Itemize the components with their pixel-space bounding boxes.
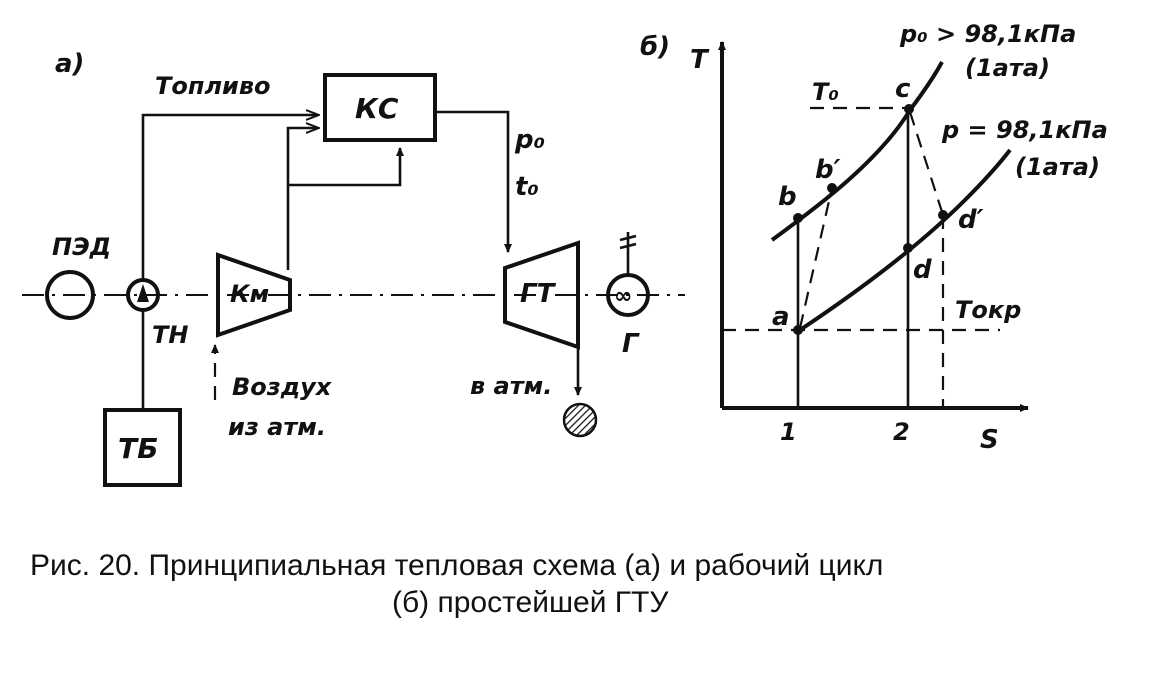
- process-c-dprime: [908, 111, 945, 216]
- atmosphere-hatched-icon: [562, 402, 598, 438]
- hot-gas-line: [435, 110, 512, 253]
- point-b-marker: [793, 213, 803, 223]
- point-d-marker: [903, 243, 913, 253]
- point-bprime-label: b′: [815, 155, 841, 185]
- upper-isobar-label-1: p₀ > 98,1кПа: [899, 20, 1076, 48]
- generator-output-tick-icon: [619, 234, 637, 250]
- caption-line-1: Рис. 20. Принципиальная тепловая схема (…: [30, 549, 883, 582]
- starter-motor-label: ПЭД: [52, 233, 111, 261]
- ts-diagram: б) T S 1 2 a b b′ c d d′ T₀ Tокр p₀: [640, 20, 1108, 455]
- process-a-bprime: [798, 187, 834, 329]
- compressor-label: Км: [230, 280, 269, 308]
- caption-line-2: (б) простейшей ГТУ: [392, 586, 669, 619]
- generator-wave-icon: ∞: [614, 284, 632, 309]
- fuel-tank-label: ТБ: [118, 432, 158, 465]
- fuel-label: Топливо: [155, 72, 271, 100]
- s-tick-1: 1: [780, 418, 797, 446]
- point-a-marker: [793, 325, 803, 335]
- compressor-symbol: [216, 252, 292, 338]
- upper-isobar-label-2: (1ата): [965, 54, 1050, 82]
- point-c-label: c: [895, 74, 911, 104]
- point-b-label: b: [778, 182, 797, 212]
- point-dprime-marker: [938, 210, 948, 220]
- point-c-marker: [904, 104, 914, 114]
- t-axis-label: T: [690, 45, 710, 75]
- fuel-tank-box: [103, 408, 182, 487]
- point-dprime-label: d′: [958, 205, 984, 235]
- fuel-line: [141, 115, 318, 280]
- gas-turbine-label: ГТ: [520, 279, 557, 309]
- thermal-schematic: а) Топливо КС p₀ t₀ ПЭД ТН ТБ Км Воздух …: [22, 49, 685, 487]
- fuel-pump-arrow-icon: [137, 284, 149, 302]
- exhaust-label: в атм.: [470, 372, 552, 400]
- s-tick-2: 2: [893, 418, 910, 446]
- fuel-pump-symbol: [126, 278, 160, 312]
- starter-motor-symbol: [45, 270, 95, 320]
- lower-isobar-label-2: (1ата): [1015, 153, 1100, 181]
- air-intake-label-2: из атм.: [228, 413, 326, 441]
- generator-label: Г: [622, 329, 640, 359]
- point-a-label: a: [772, 302, 790, 332]
- compressed-air-line: [286, 128, 318, 270]
- air-intake-label-1: Воздух: [232, 373, 333, 401]
- schematic-panel-label: а): [55, 49, 84, 79]
- combustion-chamber-box: [323, 73, 437, 142]
- fuel-pump-label: ТН: [152, 321, 188, 349]
- lower-isobar-label-1: p = 98,1кПа: [941, 116, 1108, 144]
- s-axis-label: S: [980, 425, 999, 455]
- pressure-p0-label: p₀: [514, 125, 545, 155]
- combustion-chamber-label: КС: [355, 92, 399, 125]
- ts-panel-label: б): [640, 32, 670, 62]
- upper-isobar-curve: [770, 61, 944, 242]
- point-d-label: d: [913, 255, 932, 285]
- tokr-label: Tокр: [955, 296, 1021, 324]
- temperature-t0-label: t₀: [515, 172, 539, 202]
- t0-label: T₀: [812, 78, 839, 106]
- point-bprime-marker: [827, 183, 837, 193]
- cooling-air-line: [288, 147, 404, 187]
